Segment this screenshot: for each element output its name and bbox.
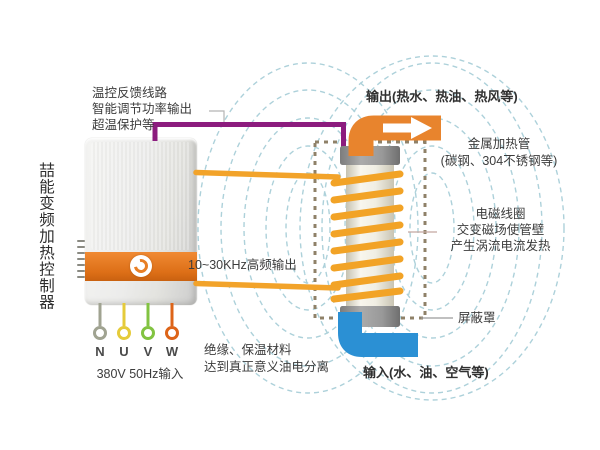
controller-vent-ridges [91,142,191,250]
metal-tube-label: 金属加热管 (碳钢、304不锈钢等) [424,136,574,169]
terminal-v-ring [141,326,155,340]
output-label: 输出(热水、热油、热风等) [366,89,518,104]
vent-slot [77,264,85,266]
power-input-label: 380V 50Hz输入 [96,367,184,381]
terminal-label-v: V [143,344,153,359]
shield-label: 屏蔽罩 [458,311,496,325]
coil-line-3: 产生涡流电流发热 [450,239,551,253]
terminal-label-w: W [165,344,179,359]
induction-coil [330,170,404,303]
feedback-line-1: 温控反馈线路 [92,86,168,100]
terminal-w-ring [165,326,179,340]
insulation-line-2: 达到真正意义油电分离 [204,360,330,374]
metal-tube-line-1: 金属加热管 [467,137,531,151]
vent-slot [77,270,85,272]
coil-line-2: 交变磁场使管壁 [456,223,545,237]
terminal-label-n: N [95,344,105,359]
feedback-leader-line [209,110,225,122]
metal-tube-line-2: (碳钢、304不锈钢等) [440,153,558,168]
frequency-controller-device [85,138,197,305]
vent-slot [77,246,85,248]
power-input-wires [93,303,179,340]
terminal-u-ring [117,326,131,340]
feedback-line-2: 智能调节功率输出 [92,102,193,116]
terminal-label-u: U [119,344,129,359]
vent-slot [77,276,85,278]
vent-slot [77,252,85,254]
temperature-feedback-wire [152,122,346,163]
coil-label: 电磁线圈 交变磁场使管壁 产生涡流电流发热 [428,206,573,254]
controller-title-vertical: 喆能变频加热控制器 [37,162,54,311]
vent-slot [77,240,85,242]
controller-orange-stripe [85,252,197,281]
brand-logo [130,255,152,277]
input-pipe [338,312,418,357]
flow-arrow-icon [383,117,432,139]
hf-output-label: 10~30KHz高频输出 [188,258,297,272]
insulation-label: 绝缘、保温材料 达到真正意义油电分离 [204,342,329,376]
feedback-line-3: 超温保护等 [92,118,155,132]
output-pipe [348,115,441,156]
input-label: 输入(水、油、空气等) [363,365,489,380]
insulation-line-1: 绝缘、保温材料 [204,343,292,357]
hf-output-wires [193,169,341,291]
terminal-n-ring [93,326,107,340]
feedback-label: 温控反馈线路 智能调节功率输出 超温保护等 [92,85,192,133]
vent-slot [77,258,85,260]
coil-line-1: 电磁线圈 [475,207,526,221]
